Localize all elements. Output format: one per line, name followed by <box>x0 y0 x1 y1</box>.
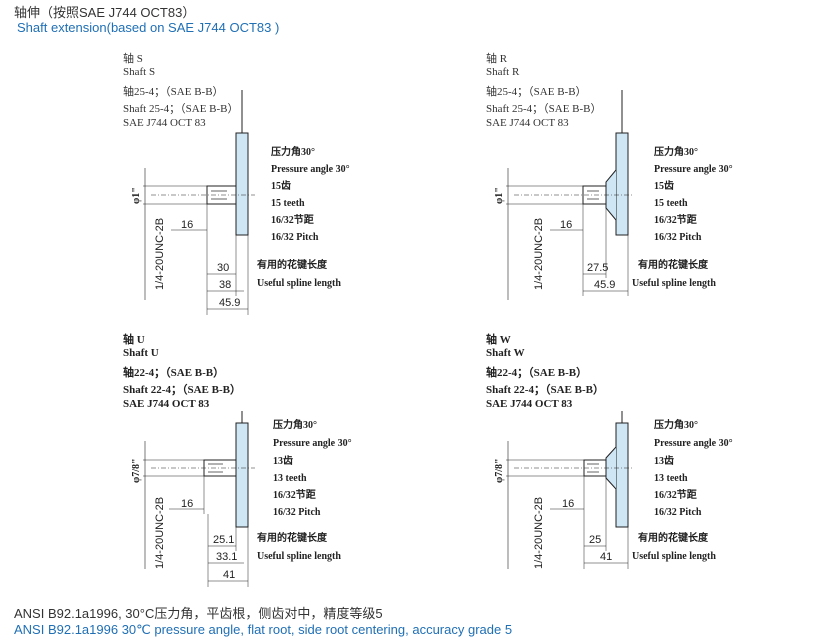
panel-shaft-r: 轴 R Shaft R 轴25-4；（SAE B-B） Shaft 25-4；（… <box>486 50 813 320</box>
note-8: Useful spline length <box>257 278 341 289</box>
dim-c: 45.9 <box>219 297 240 309</box>
panel-label-2: Shaft R <box>486 66 520 78</box>
panel-label-3: 轴22-4；（SAE B-B） <box>123 367 225 379</box>
note-2: Pressure angle 30° <box>273 438 352 449</box>
dim-a: 27.5 <box>587 262 608 274</box>
thread-label: 1/4-20UNC-2B <box>533 497 545 569</box>
note-2: Pressure angle 30° <box>654 438 733 449</box>
note-7: 有用的花键长度 <box>638 258 709 271</box>
panel-label-2: Shaft W <box>486 347 525 359</box>
note-5: 16/32节距 <box>654 488 697 501</box>
note-4: 13 teeth <box>273 473 307 484</box>
dim-c: 41 <box>600 551 612 563</box>
note-6: 16/32 Pitch <box>273 507 321 518</box>
note-7: 有用的花键长度 <box>257 531 328 544</box>
dia-label: φ7/8" <box>131 458 142 483</box>
dim-a: 30 <box>217 262 229 274</box>
shaft-drawing: φ1" 1/4-20UNC-2B 16 30 38 45.9 压力角30° Pr… <box>131 90 350 315</box>
note-6: 16/32 Pitch <box>654 232 702 243</box>
thread-label: 1/4-20UNC-2B <box>154 218 166 290</box>
panel-label-1: 轴 R <box>486 53 508 65</box>
note-5: 16/32节距 <box>273 488 316 501</box>
footer-note-en: ANSI B92.1a1996 30℃ pressure angle, flat… <box>14 622 513 637</box>
dim-16: 16 <box>181 219 193 231</box>
note-5: 16/32节距 <box>271 213 314 226</box>
panel-label-4: Shaft 25-4；（SAE B-B） <box>123 103 239 115</box>
note-5: 16/32节距 <box>654 213 697 226</box>
note-8: Useful spline length <box>632 278 716 289</box>
note-3: 15齿 <box>271 179 291 192</box>
header-title-en: Shaft extension(based on SAE J744 OCT83 … <box>17 20 280 35</box>
dim-a: 25 <box>589 534 601 546</box>
flange <box>235 132 249 236</box>
note-7: 有用的花键长度 <box>257 258 328 271</box>
panel-label-5: SAE J744 OCT 83 <box>123 398 210 410</box>
panel-label-2: Shaft S <box>123 66 156 78</box>
note-6: 16/32 Pitch <box>271 232 319 243</box>
panel-label-5: SAE J744 OCT 83 <box>486 117 569 129</box>
shaft-drawing: φ1" 1/4-20UNC-2B 16 27.5 45.9 压力角30° Pre… <box>494 90 733 300</box>
panel-label-4: Shaft 22-4；（SAE B-B） <box>486 384 604 396</box>
shaft-drawing: φ7/8" 1/4-20UNC-2B 16 25.1 33.1 41 压力角30… <box>131 411 352 587</box>
panel-shaft-s: 轴 S Shaft S 轴25-4；（SAE B-B） Shaft 25-4；（… <box>123 50 453 320</box>
note-6: 16/32 Pitch <box>654 507 702 518</box>
note-4: 15 teeth <box>654 198 688 209</box>
dim-c: 45.9 <box>594 279 615 291</box>
dim-16: 16 <box>562 498 574 510</box>
note-1: 压力角30° <box>654 418 698 431</box>
note-3: 15齿 <box>654 179 674 192</box>
dim-16: 16 <box>181 498 193 510</box>
shaft-drawing: φ7/8" 1/4-20UNC-2B 16 25 41 压力角30° Press… <box>494 411 733 569</box>
note-1: 压力角30° <box>654 145 698 158</box>
note-8: Useful spline length <box>632 551 716 562</box>
panel-shaft-u: 轴 U Shaft U 轴22-4；（SAE B-B） Shaft 22-4；（… <box>123 331 453 601</box>
panel-label-1: 轴 S <box>123 53 143 65</box>
dim-16: 16 <box>560 219 572 231</box>
panel-shaft-w: 轴 W Shaft W 轴22-4；（SAE B-B） Shaft 22-4；（… <box>486 331 813 601</box>
dia-label: φ1" <box>131 187 142 204</box>
thread-label: 1/4-20UNC-2B <box>533 218 545 290</box>
note-4: 13 teeth <box>654 473 688 484</box>
panel-label-3: 轴25-4；（SAE B-B） <box>123 86 224 98</box>
note-1: 压力角30° <box>271 145 315 158</box>
flange <box>615 422 629 528</box>
panel-label-5: SAE J744 OCT 83 <box>486 398 573 410</box>
note-3: 13齿 <box>273 454 293 467</box>
header-title-cn: 轴伸（按照SAE J744 OCT83） <box>14 5 196 20</box>
note-1: 压力角30° <box>273 418 317 431</box>
note-4: 15 teeth <box>271 198 305 209</box>
panel-label-2: Shaft U <box>123 347 159 359</box>
dim-a: 25.1 <box>213 534 234 546</box>
note-2: Pressure angle 30° <box>654 164 733 175</box>
panel-label-3: 轴22-4；（SAE B-B） <box>486 367 588 379</box>
footer-note-cn: ANSI B92.1a1996, 30°C压力角，平齿根，侧齿对中，精度等级5 <box>14 606 383 621</box>
dim-c: 41 <box>223 569 235 581</box>
thread-label: 1/4-20UNC-2B <box>154 497 166 569</box>
panel-label-3: 轴25-4；（SAE B-B） <box>486 86 587 98</box>
dim-b: 33.1 <box>216 551 237 563</box>
panel-label-4: Shaft 25-4；（SAE B-B） <box>486 103 602 115</box>
note-2: Pressure angle 30° <box>271 164 350 175</box>
dia-label: φ7/8" <box>494 458 505 483</box>
panel-label-1: 轴 U <box>123 334 145 346</box>
dia-label: φ1" <box>494 187 505 204</box>
panel-label-5: SAE J744 OCT 83 <box>123 117 206 129</box>
note-3: 13齿 <box>654 454 674 467</box>
note-8: Useful spline length <box>257 551 341 562</box>
flange <box>235 422 249 528</box>
flange <box>615 132 629 236</box>
note-7: 有用的花键长度 <box>638 531 709 544</box>
panel-label-4: Shaft 22-4；（SAE B-B） <box>123 384 241 396</box>
dim-b: 38 <box>219 279 231 291</box>
panel-label-1: 轴 W <box>486 334 511 346</box>
